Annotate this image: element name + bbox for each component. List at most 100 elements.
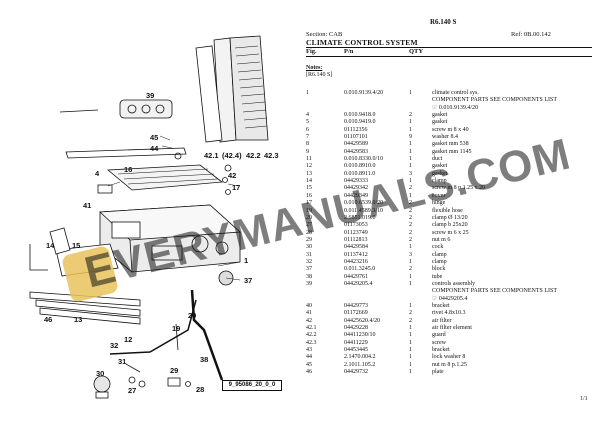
climate-control-unit — [99, 204, 241, 273]
header-rule-top — [306, 47, 592, 48]
cover — [106, 164, 224, 191]
part-description: washer 8.4 — [432, 134, 458, 141]
part-number: 04429761 — [344, 273, 368, 280]
callout-27: 27 — [128, 386, 136, 395]
page-title: CLIMATE CONTROL SYSTEM — [306, 38, 418, 47]
callout-29: 29 — [170, 366, 178, 375]
part-fig: 45 — [306, 361, 312, 368]
part-number: 2.1011.105.2 — [344, 361, 376, 368]
parts-row: COMPONENT PARTS SEE COMPONENTS LIST — [306, 288, 596, 295]
part-number: 04429333 — [344, 178, 368, 185]
part-qty: 1 — [409, 141, 412, 148]
part-description: air filter element — [432, 325, 472, 331]
callout-31: 31 — [118, 357, 126, 366]
part-description: bracket — [432, 347, 450, 354]
part-qty: 1 — [409, 347, 412, 354]
part-fig: 42 — [306, 317, 312, 324]
figure-reference: 9_95086_20_0_0 — [222, 380, 282, 391]
part-qty: 1 — [409, 148, 412, 155]
part-description: guard — [432, 332, 446, 339]
callout-4: 4 — [95, 169, 100, 178]
part-fig: 38 — [306, 273, 312, 280]
part-fig: 42.3 — [306, 339, 317, 346]
reference-label: Ref: 0B.00.142 — [511, 31, 551, 38]
part-fig: 39 — [306, 280, 312, 287]
part-number: 01137412 — [344, 251, 368, 258]
part-fig: 12 — [306, 163, 312, 170]
part-description: screw m 6 x 25 — [432, 229, 469, 236]
part-number: 04429584 — [344, 244, 368, 251]
part-fig: 37 — [306, 266, 312, 273]
part-number: 04411229 — [344, 339, 368, 346]
part-qty: 2 — [409, 200, 412, 207]
part-qty: 2 — [409, 229, 412, 236]
notes-title: Notes: — [306, 65, 323, 71]
part-description: air filter — [432, 317, 452, 324]
part-description: gasket mm 538 — [432, 141, 469, 148]
part-description: block — [432, 266, 446, 273]
callout-32: 32 — [110, 341, 118, 350]
part-qty: 1 — [409, 90, 412, 96]
part-number: 01173053 — [344, 222, 368, 229]
callout-41: 41 — [83, 201, 91, 210]
part-fig: 28 — [306, 229, 312, 236]
part-description: clamp — [432, 251, 447, 258]
part-qty: 1 — [409, 302, 412, 309]
part-fig: 19 — [306, 207, 312, 214]
part-number: 0.010.9419.0 — [344, 119, 376, 126]
part-description: cover — [432, 192, 446, 199]
part-qty: 1 — [409, 325, 412, 331]
callout-15: 15 — [72, 241, 80, 250]
callout-28: 28 — [196, 385, 204, 394]
callout-19: 19 — [172, 324, 180, 333]
part-fig: 15 — [306, 185, 312, 192]
callout-42-4: (42.4) — [222, 151, 242, 160]
part-number: 04411230/10 — [344, 332, 376, 339]
part-description: controls assembly — [432, 280, 476, 287]
column-header-qty: QTY — [409, 48, 424, 55]
part-description: tube — [432, 273, 443, 280]
air-filter-panels — [195, 35, 269, 143]
part-fig: 5 — [306, 119, 309, 126]
part-fig: 7 — [306, 134, 309, 141]
part-fig: 20 — [306, 214, 312, 221]
part-description: gasket mm 1145 — [432, 148, 472, 155]
callout-20: 20 — [188, 311, 196, 320]
part-description: ☞ 04429205.4 — [432, 295, 468, 302]
callout-13: 13 — [74, 315, 82, 324]
callout-46: 46 — [44, 315, 52, 324]
part-qty: 1 — [409, 163, 412, 170]
part-qty: 1 — [409, 339, 412, 346]
part-qty: 3 — [409, 170, 412, 177]
part-number: 04429732 — [344, 369, 368, 376]
part-qty: 2 — [409, 317, 412, 324]
callout-12: 12 — [124, 335, 132, 344]
part-fig: 27 — [306, 222, 312, 229]
part-fig: 43 — [306, 347, 312, 354]
part-qty: 2 — [409, 310, 412, 317]
part-qty: 2 — [409, 222, 412, 229]
model-number: R6.140 S — [430, 18, 457, 26]
callout-1: 1 — [244, 256, 248, 265]
part-qty: 1 — [409, 119, 412, 126]
part-number: 0.010.6539.0/20 — [344, 200, 384, 207]
part-description: nut m 8 p.1.25 — [432, 361, 467, 368]
callout-39: 39 — [146, 91, 154, 100]
